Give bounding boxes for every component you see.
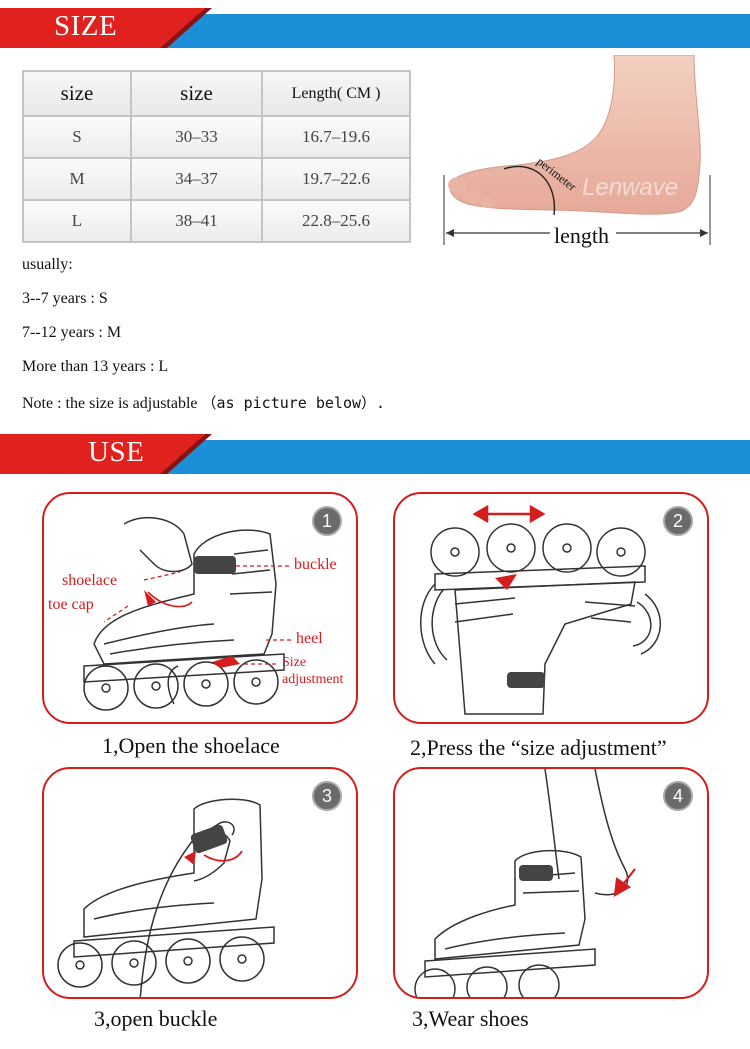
callout-buckle: buckle — [294, 556, 337, 573]
table-cell: L — [22, 199, 132, 243]
step-number-badge: 3 — [312, 781, 342, 811]
table-cell: S — [22, 115, 132, 159]
step-2-caption: 2,Press the “size adjustment” — [410, 735, 667, 760]
step-3-skate-drawing — [57, 798, 275, 997]
length-label: length — [554, 223, 609, 248]
size-section-banner: SIZE — [0, 0, 750, 48]
step-2-skate-drawing — [420, 504, 661, 715]
table-header: size — [22, 70, 132, 117]
table-header-row: size size Length( CM ) — [22, 70, 411, 117]
step-4-caption: 3,Wear shoes — [412, 1006, 529, 1031]
step-number-badge: 1 — [312, 506, 342, 536]
step-2-panel: 2 — [393, 492, 709, 724]
callout-heel: heel — [296, 630, 323, 647]
note-adjustable: Note : the size is adjustable （as pictur… — [22, 392, 385, 413]
note-age-l: More than 13 years : L — [22, 358, 169, 375]
step-3-panel: 3 — [42, 767, 358, 999]
table-cell: 34–37 — [130, 157, 263, 201]
note-age-s: 3--7 years : S — [22, 290, 108, 307]
table-cell: 19.7–22.6 — [261, 157, 411, 201]
table-cell: 38–41 — [130, 199, 263, 243]
size-section-title: SIZE — [54, 10, 118, 42]
note-adjustable-text: Note : the size is adjustable — [22, 395, 198, 412]
callout-size-line-1: Size — [282, 655, 307, 670]
step-4-panel: 4 — [393, 767, 709, 999]
use-section-title: USE — [88, 436, 145, 468]
step-number-badge: 2 — [663, 506, 693, 536]
step-1-caption: 1,Open the shoelace — [102, 733, 280, 758]
step-number-badge: 4 — [663, 781, 693, 811]
note-adjustable-suffix: （as picture below）. — [201, 394, 386, 412]
foot-measurement-illustration: Lenwave perimeter length — [432, 54, 722, 255]
table-cell: M — [22, 157, 132, 201]
table-row: M 34–37 19.7–22.6 — [22, 157, 411, 201]
table-row: S 30–33 16.7–19.6 — [22, 115, 411, 159]
table-header: size — [130, 70, 263, 117]
foot-watermark: Lenwave — [582, 174, 678, 201]
table-cell: 16.7–19.6 — [261, 115, 411, 159]
callout-shoelace: shoelace — [62, 572, 118, 589]
note-age-m: 7--12 years : M — [22, 324, 122, 341]
table-cell: 22.8–25.6 — [261, 199, 411, 243]
table-row: L 38–41 22.8–25.6 — [22, 199, 411, 243]
use-section-banner: USE — [0, 426, 750, 474]
table-cell: 30–33 — [130, 115, 263, 159]
step-4-skate-drawing — [414, 769, 636, 997]
step-1-panel: 1 buckle shoelace toe cap heel Size adju… — [42, 492, 358, 724]
callout-size-adjustment: Size adjustment — [282, 654, 343, 688]
table-header: Length( CM ) — [261, 70, 411, 117]
foot-drawing: Lenwave perimeter length — [443, 54, 711, 248]
callout-size-line-2: adjustment — [282, 672, 344, 687]
note-usually: usually: — [22, 256, 73, 273]
step-3-caption: 3,open buckle — [94, 1006, 218, 1031]
step-1-skate-drawing — [83, 516, 294, 711]
size-chart-table: size size Length( CM ) S 30–33 16.7–19.6… — [22, 70, 411, 243]
callout-toe-cap: toe cap — [48, 596, 94, 613]
